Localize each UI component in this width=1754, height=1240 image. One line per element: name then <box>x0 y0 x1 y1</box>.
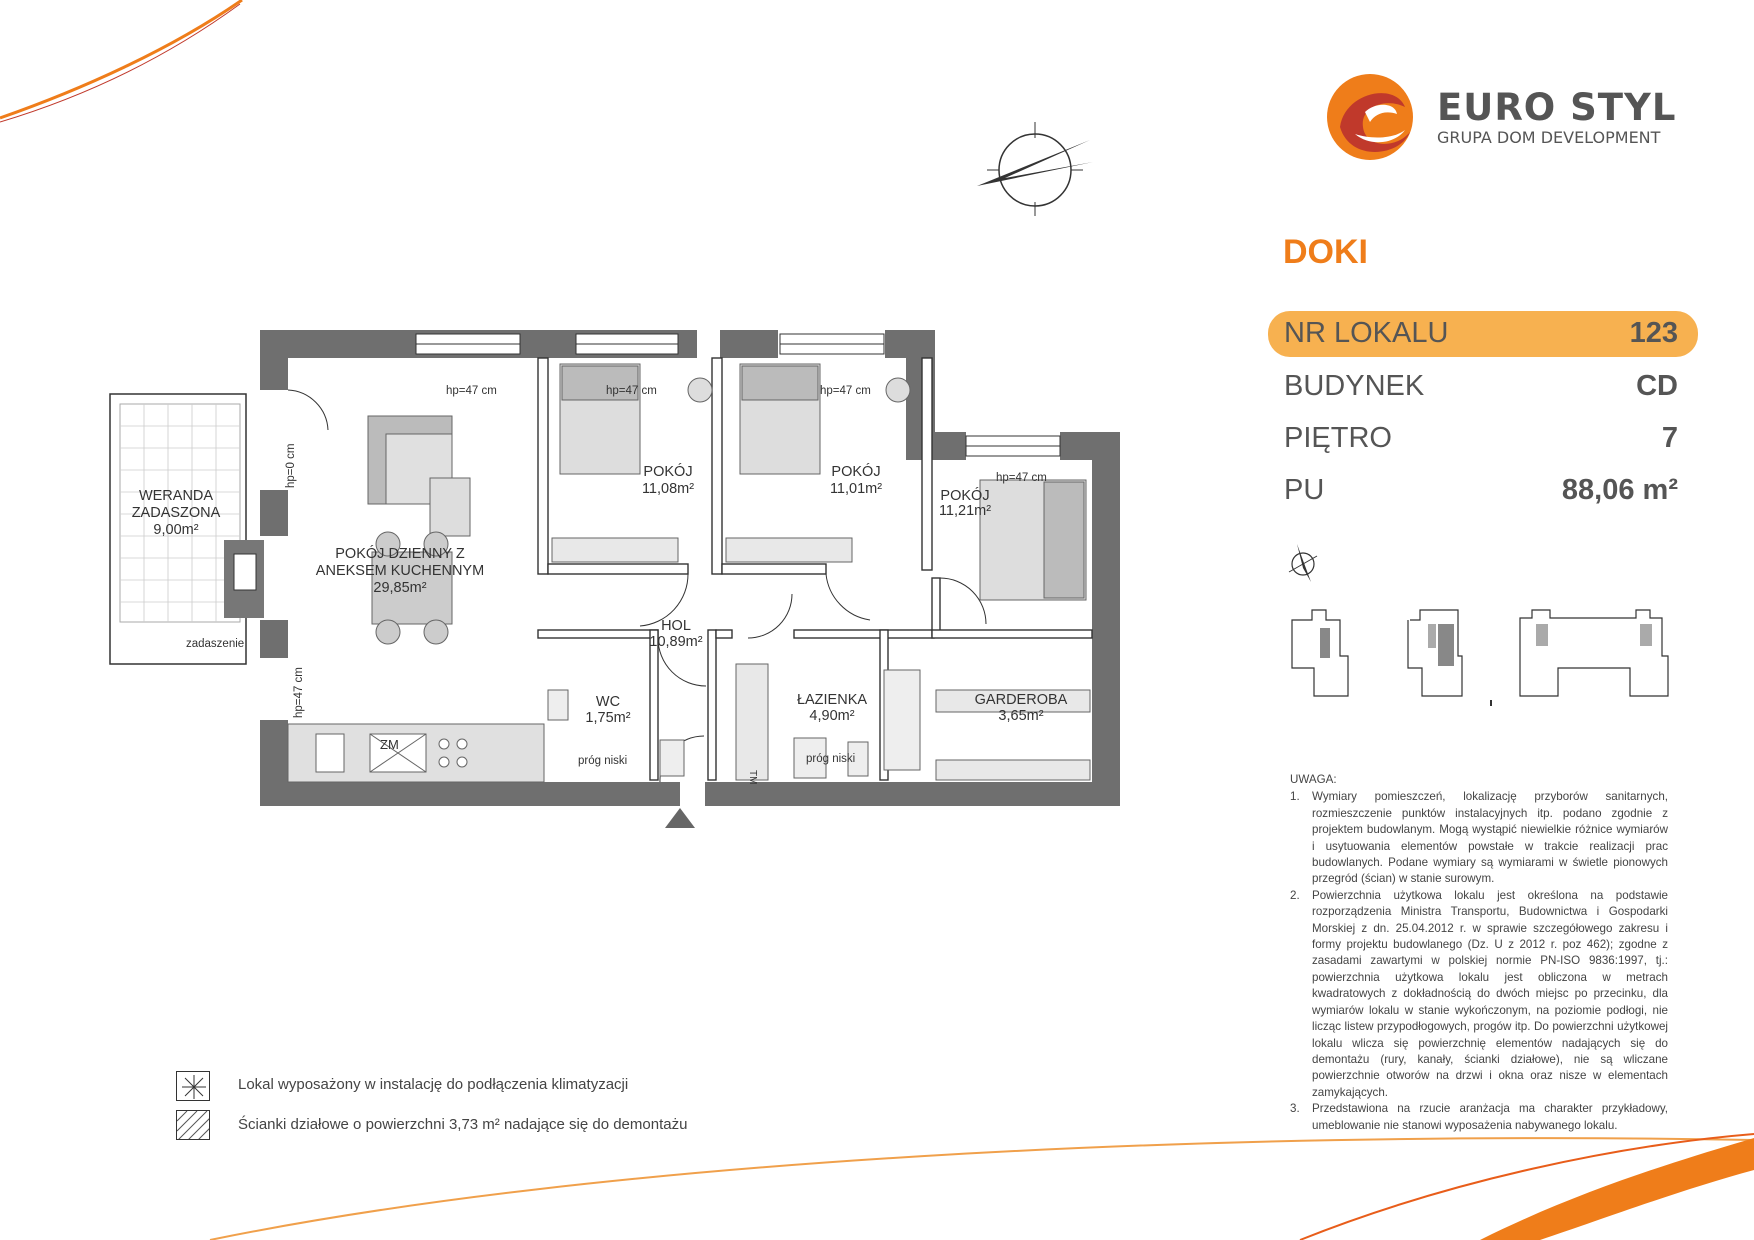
info-row-budynek: BUDYNEK CD <box>1268 364 1698 410</box>
lazienka-name: ŁAZIENKA <box>797 692 867 708</box>
living-label-1: POKÓJ DZIENNY Z <box>335 545 465 562</box>
note-number: 1. <box>1290 790 1300 804</box>
lazienka-area: 4,90m² <box>809 708 854 724</box>
wc-area: 1,75m² <box>585 710 630 726</box>
garderoba-name: GARDEROBA <box>975 692 1068 708</box>
klimatyzacja-legend-icon <box>176 1071 210 1101</box>
room3-area: 11,21m² <box>939 503 991 519</box>
room2-area: 11,01m² <box>830 481 882 497</box>
hol-area: 10,89m² <box>649 634 702 650</box>
prog-label-1: próg niski <box>578 755 627 767</box>
tm-label: TM <box>747 770 758 784</box>
info-row-pietro: PIĘTRO 7 <box>1268 416 1698 462</box>
pietro-value: 7 <box>1661 422 1678 454</box>
legend-text-1: Lokal wyposażony w instalację do podłącz… <box>238 1076 629 1093</box>
notes-title: UWAGA: <box>1290 773 1337 786</box>
hp0-label: hp=0 cm <box>285 444 297 488</box>
note-number: 3. <box>1290 1102 1300 1116</box>
brand-tagline: GRUPA DOM DEVELOPMENT <box>1437 128 1661 147</box>
top-left-swoosh <box>0 0 243 123</box>
pu-value: 88,06 m² <box>1561 474 1678 506</box>
building-key-plan <box>1291 609 1669 706</box>
note-text: Przedstawiona na rzucie aranżacja ma cha… <box>1312 1102 1668 1132</box>
lokal-value: 123 <box>1629 317 1678 349</box>
budynek-value: CD <box>1636 370 1678 402</box>
weranda <box>109 393 264 665</box>
zadaszenie-label: zadaszenie <box>186 638 244 650</box>
note-text: Powierzchnia użytkowa lokalu jest określ… <box>1312 888 1668 1099</box>
note-1: 1. Wymiary pomieszczeń, lokalizację przy… <box>1290 789 1668 887</box>
info-row-lokal: NR LOKALU 123 <box>1268 311 1698 357</box>
walls <box>260 330 1120 806</box>
weranda-label-1: WERANDA <box>139 488 213 504</box>
weranda-label-2: ZADASZONA <box>132 505 221 521</box>
prog-label-2: próg niski <box>806 753 855 765</box>
hp-label-5: hp=47 cm <box>293 667 305 718</box>
project-name: DOKI <box>1283 233 1368 271</box>
demontaz-legend-icon <box>176 1110 210 1140</box>
room2-name: POKÓJ <box>831 463 880 480</box>
wc-name: WC <box>596 694 620 710</box>
garderoba-area: 3,65m² <box>998 708 1043 724</box>
brand-name: EURO STYL <box>1437 86 1677 129</box>
legend-text-2: Ścianki działowe o powierzchni 3,73 m² n… <box>238 1116 688 1133</box>
hp-label-1: hp=47 cm <box>446 385 497 397</box>
zm-label: ZM <box>380 737 399 752</box>
hp-label-3: hp=47 cm <box>820 385 871 397</box>
north-arrow-icon <box>1288 544 1318 582</box>
room1-name: POKÓJ <box>643 463 692 480</box>
euro-styl-logo <box>1327 74 1413 160</box>
lokal-label: NR LOKALU <box>1284 317 1449 349</box>
pietro-label: PIĘTRO <box>1284 422 1392 454</box>
note-text: Wymiary pomieszczeń, lokalizację przybor… <box>1312 790 1668 886</box>
hol-name: HOL <box>661 618 691 634</box>
room3-name: POKÓJ <box>940 487 989 504</box>
hp-label-2: hp=47 cm <box>606 385 657 397</box>
compass-icon <box>977 122 1093 216</box>
pu-label: PU <box>1284 474 1325 506</box>
info-row-pu: PU 88,06 m² <box>1268 468 1698 514</box>
hp-label-4: hp=47 cm <box>996 472 1047 484</box>
floor-plan: WERANDA ZADASZONA 9,00m² POKÓJ DZIENNY Z… <box>109 330 1120 828</box>
notes-section: UWAGA: 1. Wymiary pomieszczeń, lokalizac… <box>1290 772 1668 1134</box>
note-3: 3. Przedstawiona na rzucie aranżacja ma … <box>1290 1101 1668 1134</box>
note-2: 2. Powierzchnia użytkowa lokalu jest okr… <box>1290 888 1668 1101</box>
room1-area: 11,08m² <box>642 481 694 497</box>
weranda-area: 9,00m² <box>153 522 198 538</box>
note-number: 2. <box>1290 888 1300 902</box>
bottom-swoosh <box>209 1133 1754 1240</box>
budynek-label: BUDYNEK <box>1284 370 1425 402</box>
living-area: 29,85m² <box>373 580 426 596</box>
living-label-2: ANEKSEM KUCHENNYM <box>316 563 484 579</box>
